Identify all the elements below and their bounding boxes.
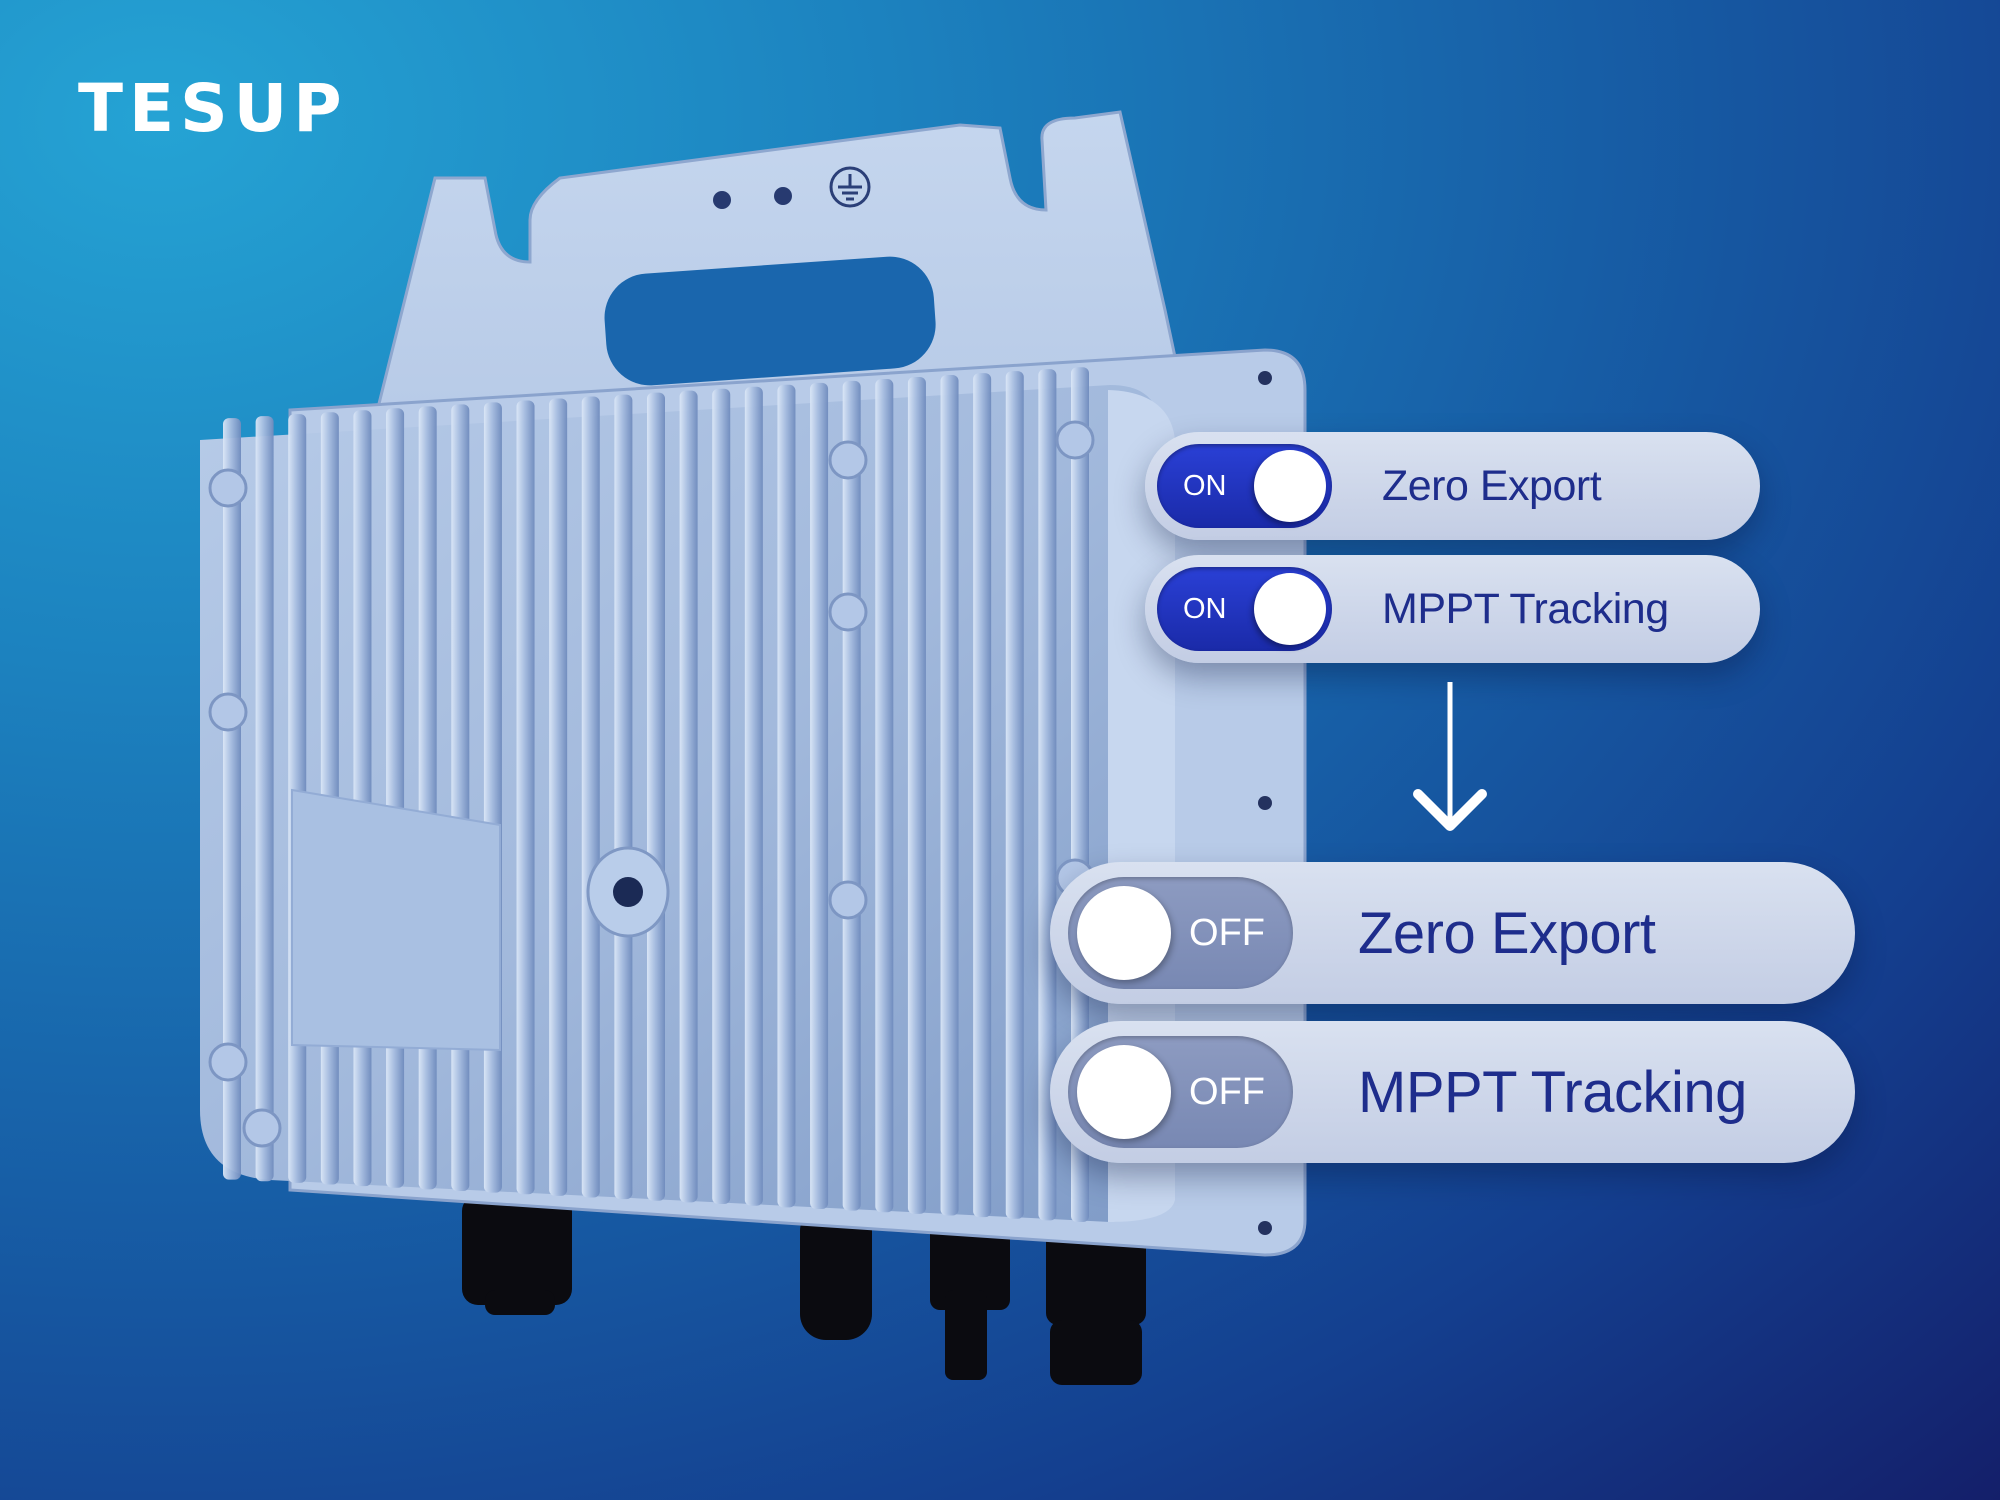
dc-connectors — [462, 1195, 1146, 1385]
heatsink-fin — [875, 378, 894, 1213]
toggle-knob — [1077, 886, 1171, 980]
toggle-knob — [1254, 573, 1326, 645]
heatsink-fin — [581, 396, 600, 1198]
zero-export-toggle-on[interactable]: ON — [1157, 444, 1332, 528]
heatsink-fin — [1005, 371, 1024, 1219]
toggle-state-label: ON — [1183, 470, 1227, 502]
heatsink-fin — [1071, 367, 1089, 1222]
setting-card-mppt-on: ON MPPT Tracking — [1145, 555, 1760, 663]
heatsink-fin — [516, 400, 535, 1195]
toggle-state-label: OFF — [1189, 912, 1265, 954]
heatsink-fin — [679, 390, 698, 1203]
setting-card-zero-export-off: OFF Zero Export — [1050, 862, 1855, 1004]
screw — [828, 880, 868, 920]
heatsink-fin — [418, 406, 437, 1190]
brand-logo: TESUP — [78, 70, 348, 147]
heatsink-fin — [842, 380, 861, 1211]
heatsink-fin — [614, 394, 633, 1200]
heatsink-fin — [744, 386, 763, 1206]
heatsink-fin — [353, 410, 372, 1187]
setting-card-mppt-off: OFF MPPT Tracking — [1050, 1021, 1855, 1163]
heatsink-fin — [549, 398, 568, 1196]
heatsink-fin — [255, 416, 274, 1182]
zero-export-toggle-off[interactable]: OFF — [1068, 877, 1293, 989]
heatsink-fin — [1038, 369, 1057, 1221]
heatsink-fin — [907, 376, 926, 1214]
heatsink-fin — [712, 388, 731, 1205]
heatsink-fin — [483, 402, 502, 1193]
setting-label: MPPT Tracking — [1358, 1059, 1747, 1125]
screw — [1055, 420, 1095, 460]
setting-label: Zero Export — [1382, 461, 1602, 510]
setting-label: Zero Export — [1358, 900, 1656, 966]
heatsink-fin — [973, 373, 992, 1218]
screw — [828, 440, 868, 480]
heatsink-fin — [647, 392, 665, 1201]
heatsink-fin — [940, 375, 959, 1216]
screw — [828, 592, 868, 632]
heatsink-fin — [810, 382, 829, 1209]
toggle-knob — [1077, 1045, 1171, 1139]
toggle-state-label: ON — [1183, 593, 1227, 625]
mppt-tracking-toggle-off[interactable]: OFF — [1068, 1036, 1293, 1148]
screw — [208, 468, 248, 508]
mppt-tracking-toggle-on[interactable]: ON — [1157, 567, 1332, 651]
setting-card-zero-export-on: ON Zero Export — [1145, 432, 1760, 540]
bracket-handle-slot — [604, 256, 936, 386]
center-mounting-boss — [586, 846, 670, 938]
heatsink-fin — [223, 418, 241, 1180]
housing-flat-panel — [291, 788, 501, 1052]
heatsink-fin — [451, 404, 470, 1192]
arrow-down-icon — [1413, 682, 1487, 831]
setting-label: MPPT Tracking — [1382, 584, 1669, 633]
screw — [242, 1108, 282, 1148]
toggle-state-label: OFF — [1189, 1071, 1265, 1113]
screw — [208, 692, 248, 732]
toggle-knob — [1254, 450, 1326, 522]
heatsink-fin — [386, 408, 405, 1188]
screw — [208, 1042, 248, 1082]
heatsink-fin — [777, 384, 796, 1208]
ground-symbol-icon — [829, 166, 871, 208]
